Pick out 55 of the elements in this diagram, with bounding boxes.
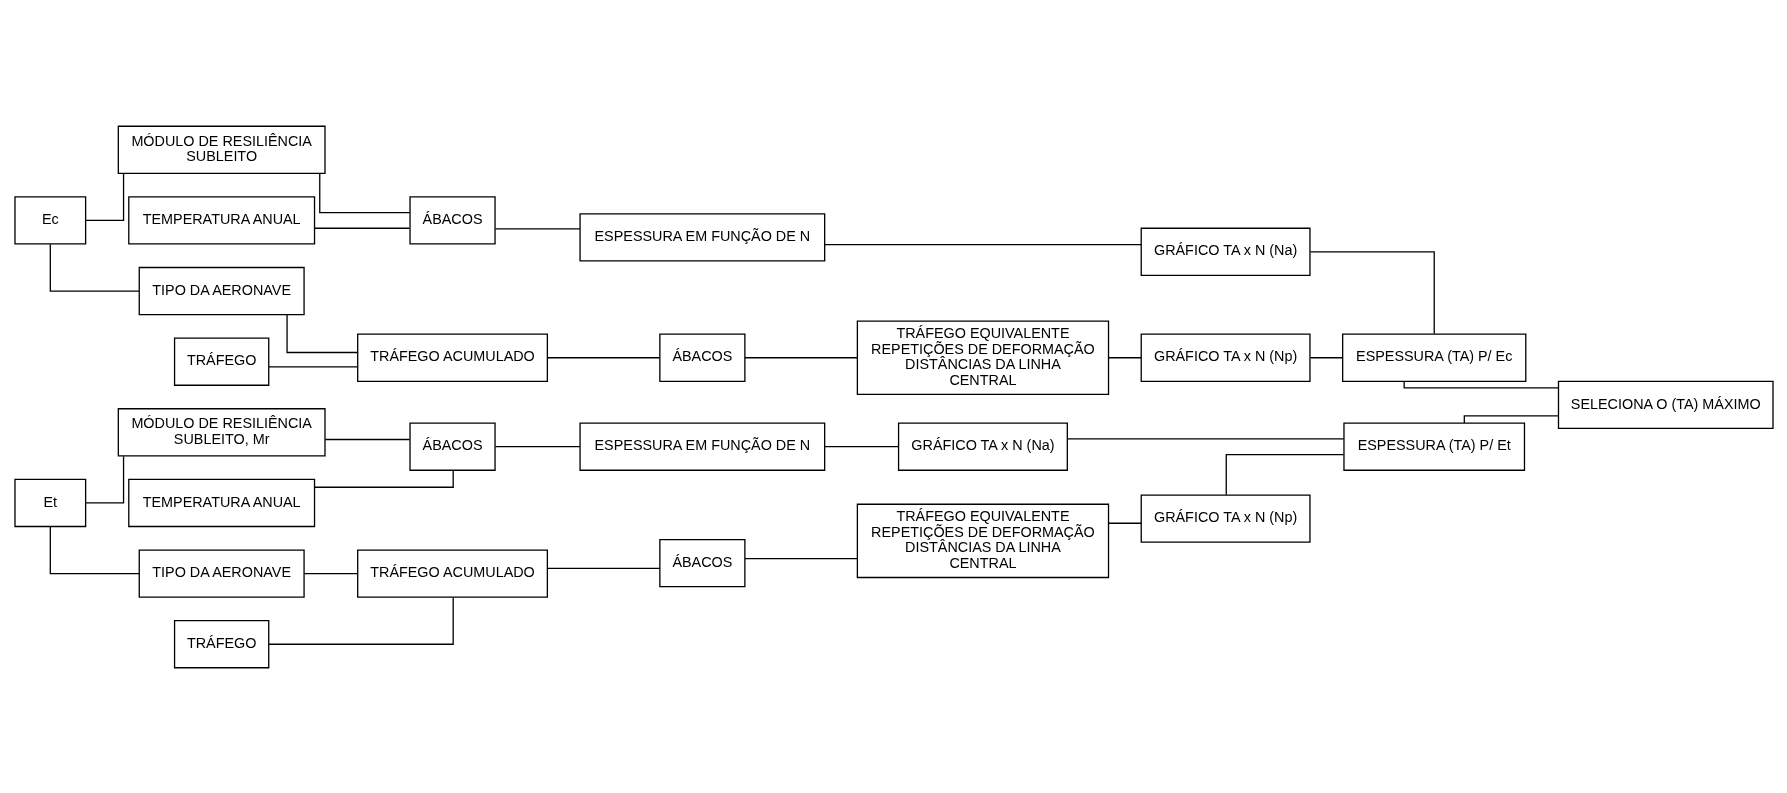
node-box: GRÁFICO TA x N (Na) bbox=[1140, 227, 1311, 276]
node-box: MÓDULO DE RESILIÊNCIA SUBLEITO bbox=[117, 125, 326, 174]
node-box: TRÁFEGO EQUIVALENTE REPETIÇÕES DE DEFORMAÇÃO DISTÂNCIAS DA LINHA CENTRAL bbox=[856, 503, 1109, 578]
node-box: ÁBACOS bbox=[658, 333, 746, 382]
node-box: MÓDULO DE RESILIÊNCIA SUBLEITO, Mr bbox=[117, 407, 326, 456]
node-box: TRÁFEGO EQUIVALENTE REPETIÇÕES DE DEFORMAÇÃO DISTÂNCIAS DA LINHA CENTRAL bbox=[856, 319, 1109, 395]
connector bbox=[318, 172, 410, 213]
connector bbox=[84, 455, 124, 504]
node-box: GRÁFICO TA x N (Np) bbox=[1140, 333, 1311, 382]
node-box: TRÁFEGO ACUMULADO bbox=[356, 548, 548, 598]
connector bbox=[313, 469, 454, 488]
node-box: ESPESSURA EM FUNÇÃO DE N bbox=[578, 422, 825, 471]
connector bbox=[546, 567, 660, 569]
node-box: ÁBACOS bbox=[658, 538, 746, 587]
connector bbox=[313, 227, 410, 229]
node-box: TEMPERATURA ANUAL bbox=[127, 478, 315, 527]
connector bbox=[546, 356, 660, 358]
node-box: GRÁFICO TA x N (Na) bbox=[897, 422, 1068, 471]
connector bbox=[823, 445, 899, 447]
node-box: TRÁFEGO ACUMULADO bbox=[356, 333, 548, 382]
connector bbox=[494, 227, 581, 230]
connector bbox=[1066, 437, 1345, 439]
connector bbox=[267, 365, 358, 368]
node-box: ESPESSURA (TA) P/ Ec bbox=[1341, 333, 1526, 382]
node-box: GRÁFICO TA x N (Np) bbox=[1140, 493, 1311, 543]
node-box: TIPO DA AERONAVE bbox=[138, 266, 305, 315]
connector bbox=[1309, 250, 1435, 334]
connector bbox=[1107, 522, 1142, 524]
node-box: ESPESSURA (TA) P/ Et bbox=[1342, 422, 1525, 471]
connector bbox=[1463, 414, 1559, 424]
node-box: TIPO DA AERONAVE bbox=[138, 548, 305, 598]
connector bbox=[49, 525, 140, 574]
connector bbox=[494, 445, 581, 447]
node-box: Ec bbox=[13, 195, 86, 245]
connector bbox=[1225, 453, 1344, 495]
connector bbox=[285, 313, 358, 353]
connector bbox=[303, 572, 358, 574]
connector bbox=[1403, 380, 1559, 388]
node-box: Et bbox=[13, 478, 86, 527]
node-box: TRÁFEGO bbox=[173, 337, 269, 386]
connector bbox=[84, 172, 124, 221]
connector bbox=[743, 356, 858, 358]
connector bbox=[49, 243, 140, 292]
connector bbox=[743, 557, 858, 559]
connector bbox=[823, 243, 1142, 245]
node-box: ÁBACOS bbox=[408, 422, 496, 471]
node-box: ESPESSURA EM FUNÇÃO DE N bbox=[578, 212, 825, 262]
connector bbox=[1309, 356, 1343, 358]
connector bbox=[324, 438, 410, 440]
node-box: TRÁFEGO bbox=[173, 619, 269, 668]
node-box: SELECIONA O (TA) MÁXIMO bbox=[1557, 380, 1774, 429]
connector bbox=[267, 596, 454, 645]
node-box: TEMPERATURA ANUAL bbox=[127, 195, 315, 245]
node-box: ÁBACOS bbox=[408, 195, 496, 245]
connector bbox=[1107, 356, 1142, 358]
